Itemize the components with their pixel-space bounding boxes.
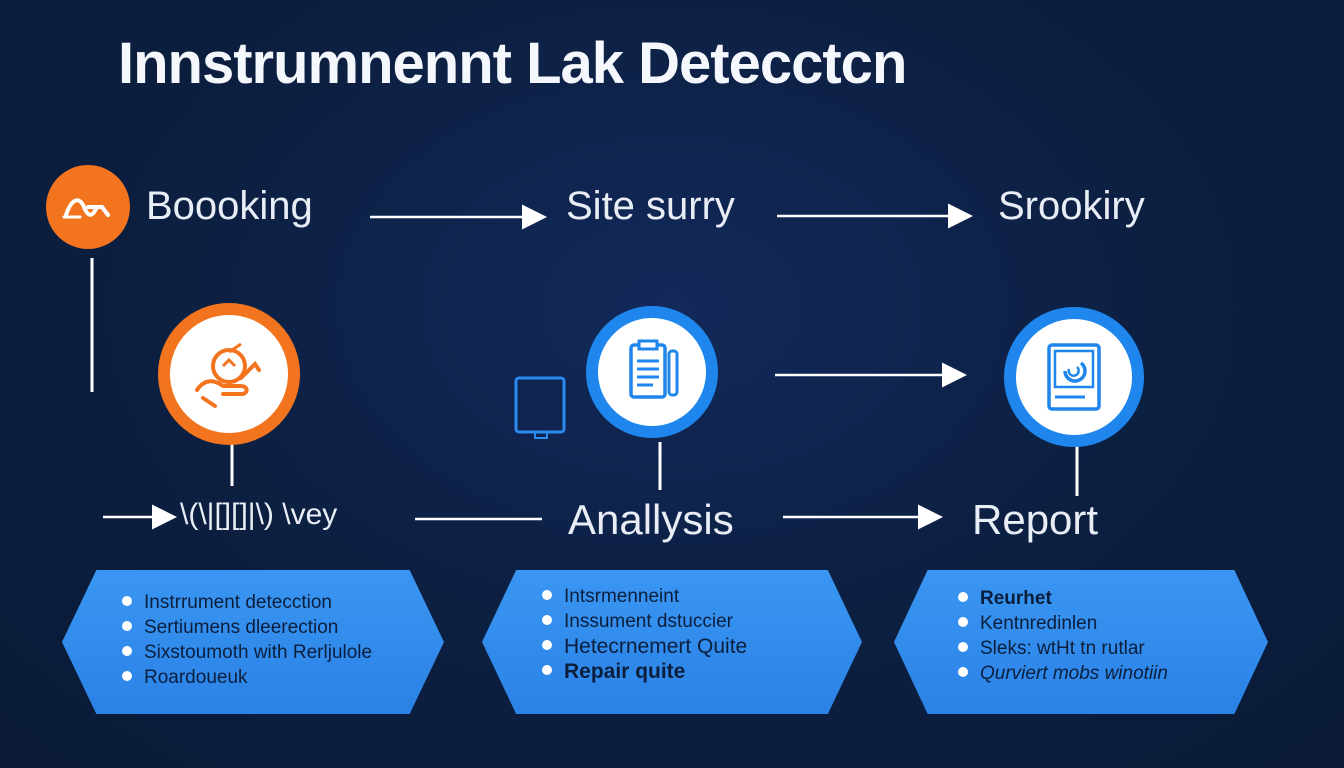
step-label-booking: Boooking [146,184,313,228]
hand-coin-icon-circle [158,303,300,445]
clipboard-icon [629,339,679,399]
list-item: Instrrument detecction [122,590,372,615]
step-label-analysis: Anallysis [568,496,734,543]
panel-report: Reurhet Kentnredinlen Sleks: wtHt tn rut… [894,570,1268,714]
handshake-icon [62,198,110,219]
step-label-report: Report [972,496,1099,543]
hand-coin-icon [195,342,261,408]
list-item: Sertiumens dleerection [122,615,372,640]
analysis-chart-icon [1047,343,1101,411]
list-item: Kentnredinlen [958,611,1168,636]
analysis-icon-circle [1004,307,1144,447]
step-label-srookiry: Srookiry [998,184,1145,228]
list-item: Intsrmenneint [542,584,747,609]
list-item: Sixstoumoth with Rerljulole [122,640,372,665]
list-item: Sleks: wtHt tn rutlar [958,636,1168,661]
panel-instrument-detection: Instrrument detecction Sertiumens dleere… [62,570,444,714]
list-item: Hetecrnemert Quite [542,634,747,659]
booking-icon-circle [46,165,130,249]
list-item: Repair quite [542,659,747,684]
step-label-survey-glyphs: \(\|[][]|\) \vey [180,498,338,531]
list-item: Reurhet [958,586,1168,611]
step-label-site-survey: Site surry [566,184,735,228]
tablet-icon [514,376,566,439]
panel-analysis: Intsrmenneint Inssument dstuccier Hetecr… [482,570,862,714]
clipboard-icon-circle [586,306,718,438]
list-item: Qurviert mobs winotiin [958,661,1168,686]
list-item: Inssument dstuccier [542,609,747,634]
list-item: Roardoueuk [122,665,372,690]
page-title: Innstrumnennt Lak Detecctcn [118,31,907,96]
